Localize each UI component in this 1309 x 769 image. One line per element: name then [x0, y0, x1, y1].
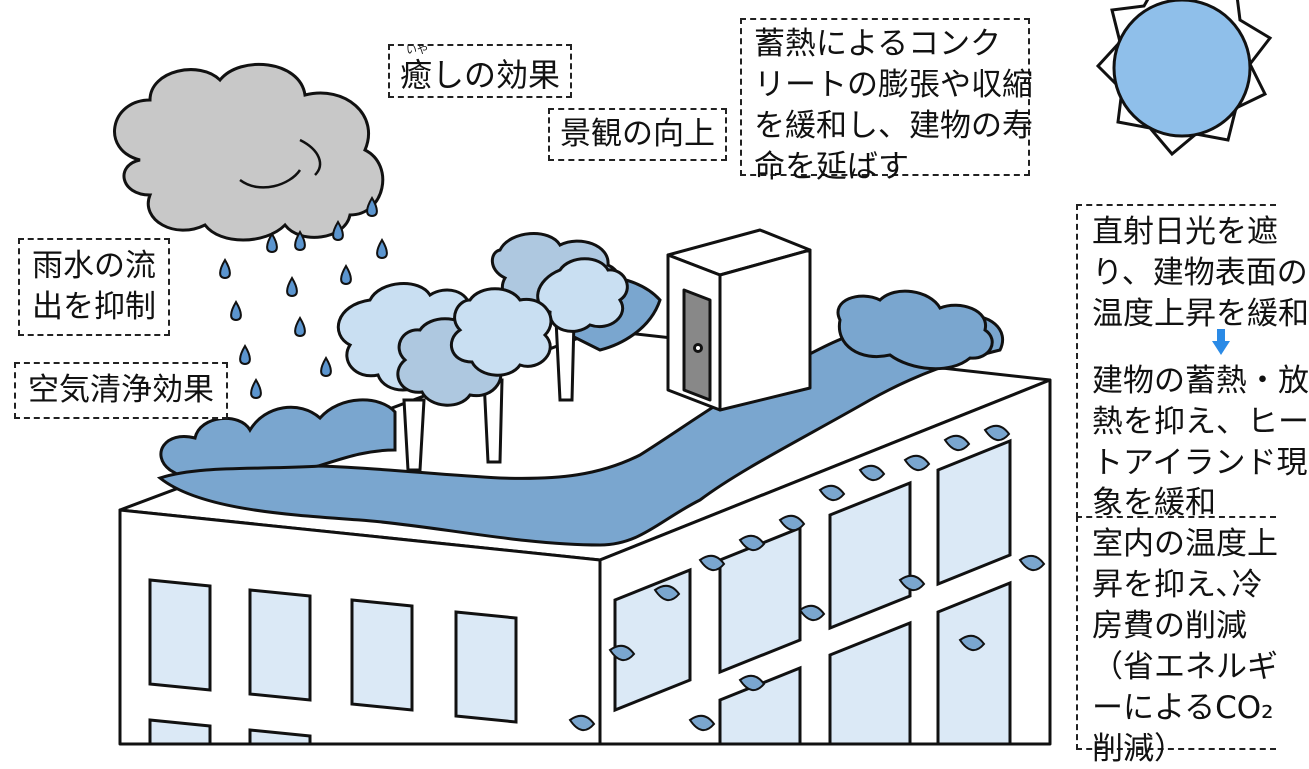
sun-icon: [1095, 0, 1273, 157]
label-cooling-line: （省エネルギ: [1092, 648, 1278, 685]
label-heat-island-line: 象を緩和: [1092, 485, 1216, 522]
label-heat-island-line: 建物の蓄熱・放: [1092, 362, 1309, 399]
label-concrete: 蓄熱によるコンク リートの膨張や収縮 を緩和し、建物の寿 命を延ばす: [740, 18, 1033, 185]
label-sunlight-line: 温度上昇を緩和: [1092, 295, 1309, 332]
label-landscape: 景観の向上: [548, 108, 727, 161]
label-cooling: 室内の温度上 昇を抑え､冷 房費の削減 （省エネルギ ーによるCO₂ 削減）: [1076, 516, 1278, 767]
front-windows: [148, 578, 518, 746]
label-cooling-line: 室内の温度上: [1092, 526, 1278, 562]
raindrops: [219, 196, 388, 400]
label-cooling-line: 削減）: [1092, 730, 1185, 767]
ruby-healing: いや: [406, 43, 428, 56]
ivy: [568, 424, 1046, 731]
label-healing-text: 癒しの効果: [400, 56, 561, 94]
trees: [336, 232, 629, 472]
label-heat-island-line: 熱を抑え、ヒー: [1092, 403, 1309, 440]
label-rainwater-line: 雨水の流: [32, 248, 156, 284]
label-sunlight-line: 直射日光を遮: [1092, 214, 1278, 250]
side-windows: [613, 438, 1012, 746]
label-landscape-text: 景観の向上: [560, 116, 715, 152]
label-cooling-line: ーによるCO₂: [1092, 689, 1274, 726]
down-arrow-icon: [1212, 328, 1230, 355]
label-heat-island-line: トアイランド現: [1092, 444, 1308, 481]
label-rainwater: 雨水の流 出を抑制: [18, 238, 170, 336]
label-rainwater-line: 出を抑制: [32, 288, 156, 325]
label-concrete-line: リートの膨張や収縮: [754, 66, 1033, 103]
label-air: 空気清浄効果: [14, 362, 228, 419]
label-cooling-line: 房費の削減: [1092, 607, 1247, 644]
cloud-icon: [113, 62, 385, 242]
label-concrete-line: 命を延ばす: [754, 148, 909, 185]
rooftop-structure: [666, 228, 812, 412]
label-concrete-line: を緩和し、建物の寿: [754, 107, 1033, 144]
green-roof-illustration: [113, 0, 1273, 746]
label-concrete-line: 蓄熱によるコンク: [754, 26, 1002, 62]
label-sunlight-line: り、建物表面の: [1092, 254, 1308, 291]
label-air-text: 空気清浄効果: [28, 372, 214, 408]
label-cooling-line: 昇を抑え､冷: [1092, 566, 1263, 603]
label-healing: いや 癒しの効果: [388, 43, 573, 99]
label-sunlight: 直射日光を遮 り、建物表面の 温度上昇を緩和 建物の蓄熱・放 熱を抑え、ヒー ト…: [1076, 204, 1309, 521]
